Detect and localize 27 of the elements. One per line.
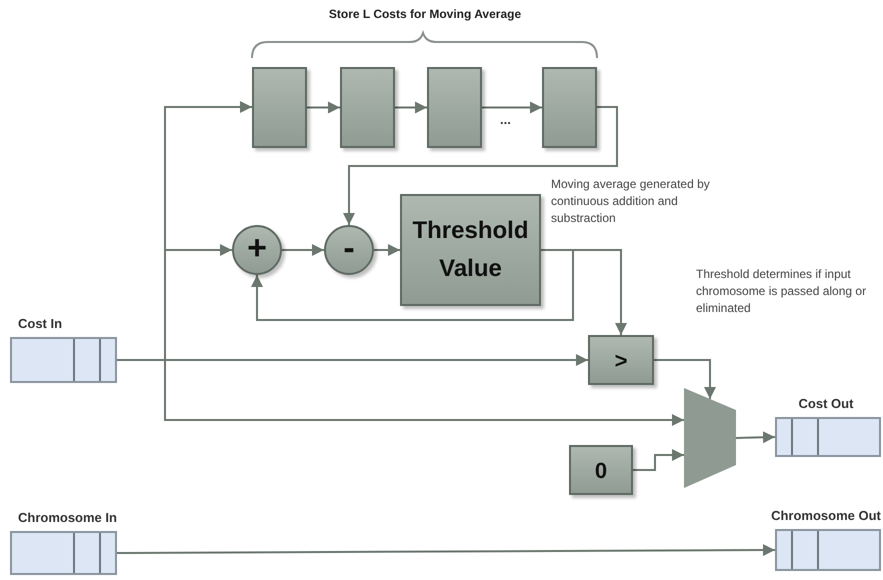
arrow (736, 431, 776, 444)
group-title: Store L Costs for Moving Average (328, 6, 522, 23)
arrow (633, 449, 684, 471)
operator-box: > (588, 335, 654, 385)
arrow (117, 544, 775, 556)
ellipsis: ... (500, 111, 511, 129)
arrow (482, 102, 542, 114)
register-label: Cost In (18, 316, 62, 331)
annotation-note: Threshold determines if input chromosome is passed along or eliminated (696, 266, 868, 317)
storage-block (542, 67, 597, 148)
arrow (374, 244, 400, 256)
threshold-box: Threshold Value (400, 194, 541, 306)
arrow (251, 249, 574, 321)
arrow (654, 359, 716, 399)
arrow (395, 102, 427, 114)
operator-box: 0 (569, 445, 633, 495)
arrow (343, 106, 618, 225)
register-label: Chromosome Out (771, 508, 881, 523)
arrow (282, 244, 324, 256)
arrow (541, 249, 627, 335)
storage-block (427, 67, 482, 148)
annotation-note: Moving average generated by continuous addition and substraction (551, 176, 711, 227)
arrow (307, 102, 340, 114)
storage-block (340, 67, 395, 148)
register-label: Chromosome In (18, 510, 117, 525)
register-label: Cost Out (798, 396, 854, 411)
storage-block (252, 67, 307, 148)
